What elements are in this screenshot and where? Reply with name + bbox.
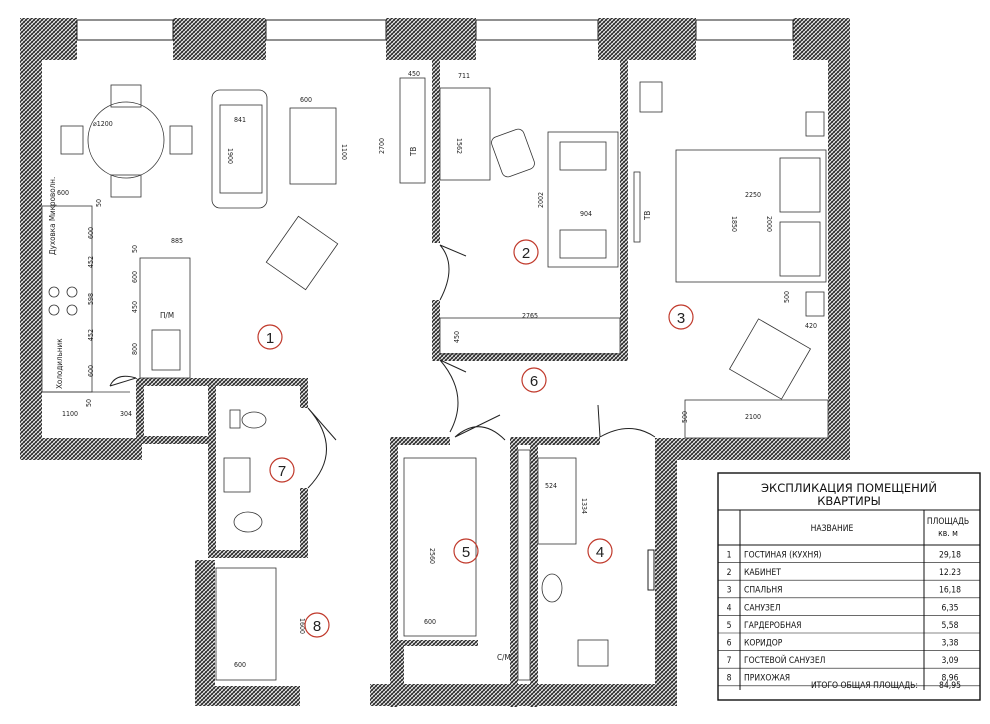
study-furniture: [399, 77, 621, 355]
dim: 711: [458, 72, 470, 80]
dim: 2700: [378, 138, 386, 154]
dim: 304: [120, 410, 132, 418]
table-row-area: 3,38: [941, 639, 958, 649]
dim: 1850: [730, 216, 738, 232]
dim: 800: [131, 343, 139, 355]
table-total-label: ИТОГО ОБЩАЯ ПЛОЩАДЬ:: [811, 681, 918, 691]
dim: 50: [85, 399, 93, 407]
table-row-area: 29,18: [939, 551, 961, 561]
dim: 450: [408, 70, 420, 78]
table-row-name: ГОСТЕВОЙ САНУЗЕЛ: [744, 654, 825, 666]
table-header-area-1: ПЛОЩАДЬ: [927, 517, 969, 527]
table-row-name: КОРИДОР: [744, 639, 783, 649]
dim: 841: [234, 116, 246, 124]
dim: 2000: [765, 216, 773, 232]
dim: 600: [300, 96, 312, 104]
dim: 420: [805, 322, 817, 330]
dim: 2765: [522, 312, 538, 320]
table-row-number: 8: [727, 674, 732, 684]
dim: 452: [87, 329, 95, 341]
living-furniture: [41, 84, 339, 393]
dim: 2250: [745, 191, 761, 199]
room-number-6: 6: [530, 373, 538, 390]
dim: 598: [87, 293, 95, 305]
dim: 600: [131, 271, 139, 283]
dim: 1100: [62, 410, 78, 418]
room-markers: [257, 239, 694, 638]
table-row-name: ГОСТИНАЯ (КУХНЯ): [744, 551, 822, 561]
dim: 600: [87, 227, 95, 239]
dim: 1100: [340, 144, 348, 160]
table-row-area: 3,09: [941, 656, 958, 666]
dim: 1600: [298, 618, 306, 634]
room-number-4: 4: [596, 544, 604, 561]
table-total-value: 84,95: [939, 681, 961, 691]
tv-label-bedroom: ТВ: [643, 211, 652, 221]
dim: 1334: [580, 498, 588, 514]
dim: 450: [131, 301, 139, 313]
table-row-area: 12.23: [939, 568, 961, 578]
tv-label-study: ТВ: [409, 147, 418, 157]
dim: 1900: [226, 148, 234, 164]
room-number-2: 2: [522, 245, 530, 262]
wet-areas-furniture: [215, 409, 609, 681]
table-row-number: 1: [727, 551, 732, 561]
fridge-label: Холодильник: [55, 338, 64, 389]
room-number-1: 1: [266, 330, 274, 347]
dim: 2560: [428, 548, 436, 564]
table-row-name: КАБИНЕТ: [744, 568, 781, 578]
room-numbers: 1 2 3 4 5 6 7 8: [266, 245, 685, 635]
dim: 600: [87, 365, 95, 377]
walls: [20, 18, 850, 707]
table-row-name: ГАРДЕРОБНАЯ: [744, 621, 801, 631]
explication-table: ЭКСПЛИКАЦИЯ ПОМЕЩЕНИЙ КВАРТИРЫ НАЗВАНИЕ …: [717, 472, 981, 701]
room-number-5: 5: [462, 544, 470, 561]
plan-labels: П/М С/М ТВ ТВ Духовка Микроволн. Холодил…: [48, 120, 652, 662]
dim: 500: [783, 291, 791, 303]
dim: 885: [171, 237, 183, 245]
room-number-8: 8: [313, 618, 321, 635]
table-row-number: 2: [727, 568, 732, 578]
pm-label: П/М: [160, 311, 174, 320]
table-row-number: 5: [727, 621, 732, 631]
dimensions: 600 841 1900 1100 2700 450 711 1562 2002…: [57, 70, 817, 669]
table-row-number: 3: [727, 586, 732, 596]
ovens-label: Духовка Микроволн.: [48, 177, 57, 255]
dim: 50: [131, 245, 139, 253]
table-row-number: 4: [727, 603, 732, 613]
table-row-area: 6,35: [941, 603, 958, 613]
dim: 904: [580, 210, 592, 218]
table-title-line2: КВАРТИРЫ: [817, 494, 881, 508]
table-title-line1: ЭКСПЛИКАЦИЯ ПОМЕЩЕНИЙ: [761, 480, 937, 495]
dim: 2002: [537, 192, 545, 208]
table-header-area-2: кв. м: [938, 529, 958, 539]
table-row-name: САНУЗЕЛ: [744, 603, 780, 613]
bedroom-furniture: [633, 81, 829, 439]
dim: 524: [545, 482, 557, 490]
dim: 2100: [745, 413, 761, 421]
sm-label: С/М: [497, 653, 511, 662]
dim: 500: [681, 411, 689, 423]
table-diameter: ⌀1200: [93, 120, 113, 128]
dim: 450: [453, 331, 461, 343]
table-header-name: НАЗВАНИЕ: [811, 524, 854, 534]
dim: 50: [95, 199, 103, 207]
table-row-area: 5,58: [941, 621, 958, 631]
table-row-name: СПАЛЬНЯ: [744, 586, 782, 596]
table-row-name: ПРИХОЖАЯ: [744, 674, 790, 684]
dim: 600: [424, 618, 436, 626]
room-number-7: 7: [278, 463, 286, 480]
dim: 1562: [455, 138, 463, 154]
table-row-area: 16,18: [939, 586, 961, 596]
dim: 452: [87, 256, 95, 268]
table-row-area: 8,96: [941, 674, 958, 684]
dim: 600: [57, 189, 69, 197]
room-number-3: 3: [677, 310, 685, 327]
dim: 600: [234, 661, 246, 669]
table-row-number: 7: [727, 656, 732, 666]
doors: [109, 244, 656, 591]
table-row-number: 6: [727, 639, 732, 649]
